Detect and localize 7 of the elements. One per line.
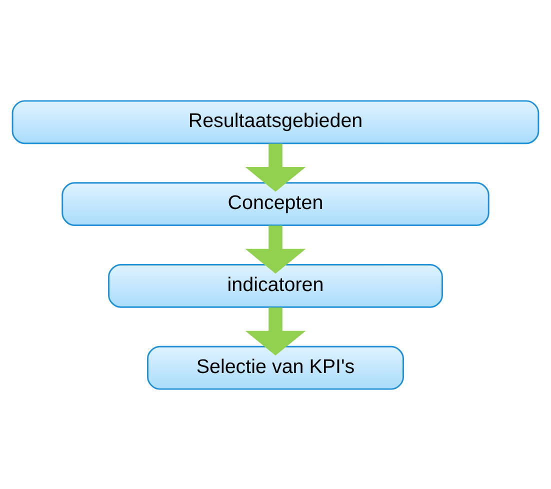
arrow [245,143,306,192]
node-box: indicatoren [108,264,443,308]
node-box: Resultaatsgebieden [12,100,540,144]
node-box: Concepten [62,182,490,226]
node-box: Selectie van KPI's [146,345,404,390]
arrow [245,307,306,356]
arrow [245,225,306,274]
